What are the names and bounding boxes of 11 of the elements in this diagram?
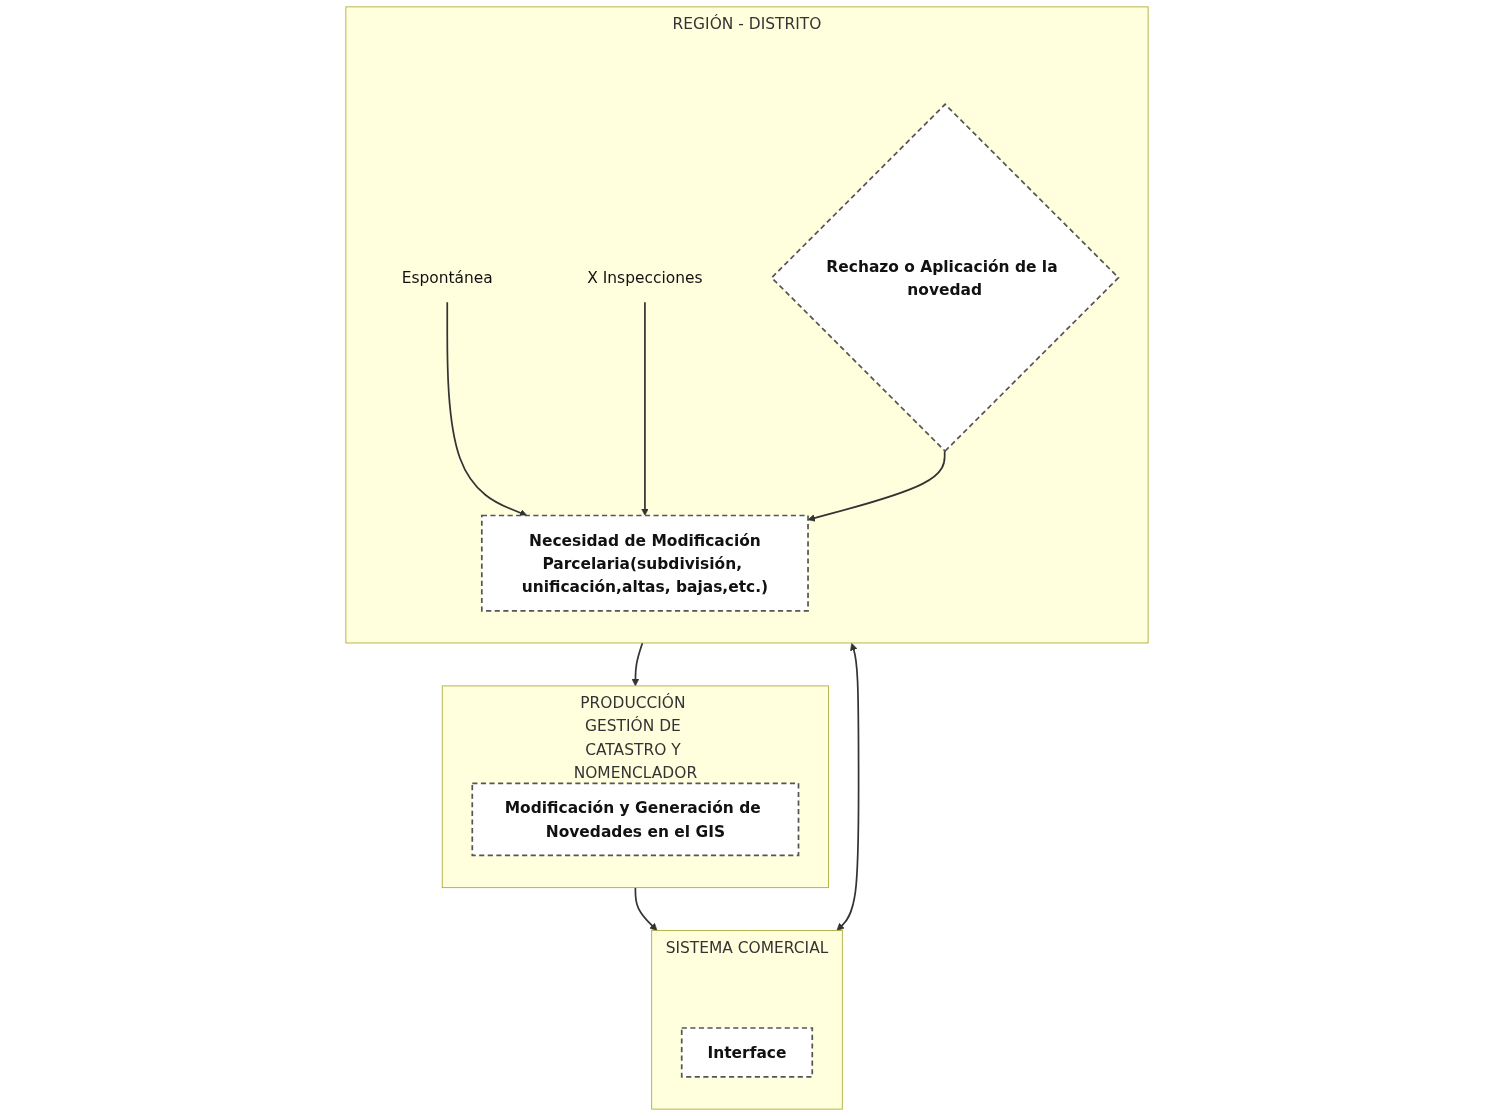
arrow xyxy=(641,301,649,516)
node-text: X Inspecciones xyxy=(587,268,703,287)
node-box: Necesidad de Modificación Parcelaria(subdivisión, unificación,altas, bajas,etc.) xyxy=(480,514,809,612)
arrow xyxy=(836,642,860,931)
node-text: Espontánea xyxy=(401,268,493,287)
node-diamond: Rechazo o Aplicación de la novedad xyxy=(770,103,1120,453)
arrow xyxy=(446,301,528,517)
node-box: Interface xyxy=(680,1027,814,1078)
arrow xyxy=(634,886,658,931)
arrow xyxy=(631,642,644,687)
node-box: Modificación y Generación de Novedades en el GIS xyxy=(471,782,800,857)
